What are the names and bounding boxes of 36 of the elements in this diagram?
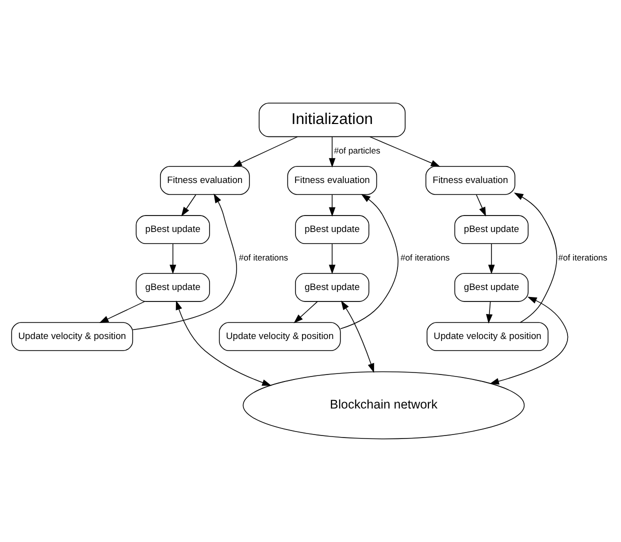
arrow <box>328 243 336 274</box>
node-box: Initialization <box>258 102 406 138</box>
node-box: pBest update <box>136 215 210 244</box>
arrow <box>340 194 398 330</box>
arrow <box>488 243 495 274</box>
edge-label: #of particles <box>334 146 380 156</box>
node-box: Update velocity & position <box>11 322 134 352</box>
edge-label: #of iterations <box>400 252 450 263</box>
arrow <box>514 192 558 323</box>
arrow <box>232 136 298 167</box>
arrow <box>476 194 486 217</box>
arrow <box>181 194 196 216</box>
arrow <box>170 243 176 274</box>
node-box: gBest update <box>454 272 529 302</box>
arrow <box>176 300 272 386</box>
arrow <box>370 136 440 167</box>
node-box: pBest update <box>454 215 529 244</box>
node-ellipse: Blockchain network <box>242 371 525 440</box>
arrow <box>99 301 145 324</box>
arrow <box>328 194 336 217</box>
node-box: gBest update <box>136 272 210 302</box>
node-box: gBest update <box>295 272 370 302</box>
arrow <box>486 301 493 324</box>
edge-label: #of iterations <box>558 252 608 263</box>
edge-label: #of iterations <box>238 252 288 263</box>
node-box: Update velocity & position <box>218 322 341 352</box>
node-box: Fitness evaluation <box>287 166 378 195</box>
node-box: pBest update <box>295 215 370 244</box>
node-box: Fitness evaluation <box>425 166 516 195</box>
node-box: Update velocity & position <box>426 322 548 352</box>
arrow <box>340 300 374 373</box>
arrow <box>328 136 336 168</box>
node-box: Fitness evaluation <box>160 166 250 195</box>
arrow <box>490 296 568 384</box>
arrow <box>132 194 238 330</box>
arrow <box>294 301 318 324</box>
